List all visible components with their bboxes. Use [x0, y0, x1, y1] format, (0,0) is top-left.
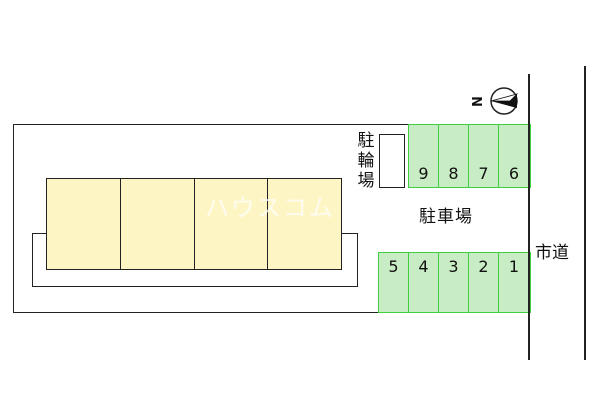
building-unit [195, 179, 269, 269]
parking-label: 駐車場 [419, 207, 473, 227]
parking-space: 6 [508, 164, 520, 183]
parking-row-top: 9 8 7 6 [408, 124, 531, 188]
compass-north-arrow-icon: N [471, 87, 519, 115]
bicycle-parking-label-line: 駐 [357, 131, 375, 151]
parking-space: 7 [469, 125, 499, 187]
bicycle-parking-label-line: 輪 [357, 151, 375, 171]
parking-space: 9 [409, 125, 439, 187]
building-unit [47, 179, 121, 269]
parking-space: 3 [439, 253, 469, 312]
parking-space: 8 [439, 125, 469, 187]
building-unit [121, 179, 195, 269]
road-edge-line [528, 74, 530, 360]
road-label: 市道 [535, 243, 569, 263]
parking-space: 5 [379, 253, 409, 312]
bicycle-parking-label: 駐 輪 場 [354, 131, 378, 191]
parking-row-bottom: 5 4 3 2 1 [378, 252, 531, 313]
parking-space: 1 [508, 257, 520, 276]
bicycle-parking-label-line: 場 [357, 171, 375, 191]
parking-space: 4 [409, 253, 439, 312]
road-edge-line [584, 66, 586, 360]
parking-space: 2 [469, 253, 499, 312]
building [46, 178, 342, 270]
compass-north-label: N [471, 96, 486, 107]
bicycle-rack [379, 134, 405, 188]
watermark: ハウスコム [205, 194, 335, 222]
